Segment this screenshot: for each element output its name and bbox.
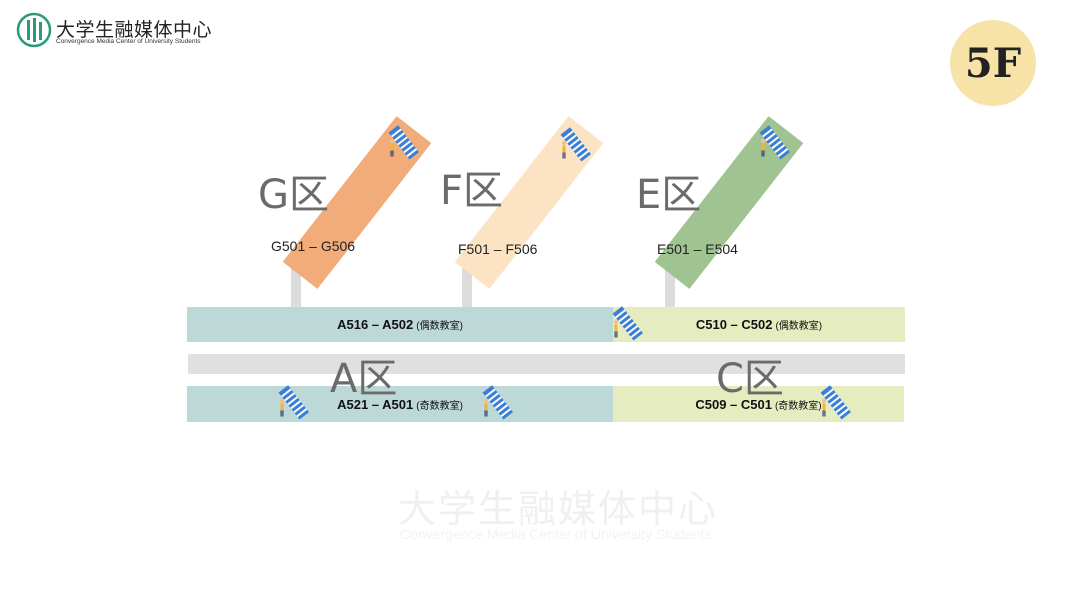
zone-g-range: G501 – G506	[271, 238, 356, 254]
corridor-c-odd-range: C509 – C501	[695, 396, 772, 412]
logo-mark-icon	[16, 12, 52, 48]
zone-e-range: E501 – E504	[657, 241, 738, 257]
zone-g-label: G区	[258, 172, 329, 218]
stairs-icon	[759, 125, 790, 160]
corridor-a-even-note: (偶数教室)	[416, 321, 463, 332]
stairs-icon	[612, 306, 643, 341]
watermark-subtitle: Convergence Media Center of University S…	[400, 526, 712, 542]
connector-g	[291, 268, 301, 308]
corridor-a-odd-range: A521 – A501	[337, 396, 414, 412]
brand-logo: 大学生融媒体中心 Convergence Media Center of Uni…	[16, 12, 216, 52]
corridor-a-even-range: A516 – A502	[337, 317, 414, 332]
corridor-c-even-range: C510 – C502	[695, 317, 773, 332]
zone-f-label: F区	[440, 168, 504, 214]
central-corridor	[188, 354, 905, 374]
corridor-a-even: A516 – A502 (偶数教室)	[187, 307, 613, 342]
watermark-title: 大学生融媒体中心	[398, 487, 719, 531]
corridor-c-even-note: (偶数教室)	[775, 321, 823, 332]
stairs-icon	[820, 385, 851, 420]
floor-badge: 5F	[950, 20, 1036, 106]
corridor-c-odd-note: (奇数教室)	[774, 400, 822, 412]
stairs-icon	[278, 385, 309, 420]
corridor-c-odd: C509 – C501 (奇数教室)	[613, 386, 904, 422]
brand-subtitle: Convergence Media Center of University S…	[56, 38, 201, 45]
corridor-a-odd: A521 – A501 (奇数教室)	[187, 386, 613, 422]
corridor-a-odd-note: (奇数教室)	[416, 400, 463, 412]
connector-f	[462, 268, 472, 308]
zone-f-range: F501 – F506	[458, 241, 538, 257]
zone-e-label: E区	[636, 172, 702, 218]
zone-a-label: A区	[330, 356, 398, 402]
brand-title: 大学生融媒体中心	[56, 19, 213, 41]
connector-e	[665, 268, 675, 308]
zone-c-label: C区	[716, 356, 784, 402]
stairs-icon	[388, 125, 419, 160]
stairs-icon	[482, 385, 513, 420]
stairs-icon	[560, 127, 591, 162]
corridor-c-even: C510 – C502 (偶数教室)	[613, 307, 905, 342]
